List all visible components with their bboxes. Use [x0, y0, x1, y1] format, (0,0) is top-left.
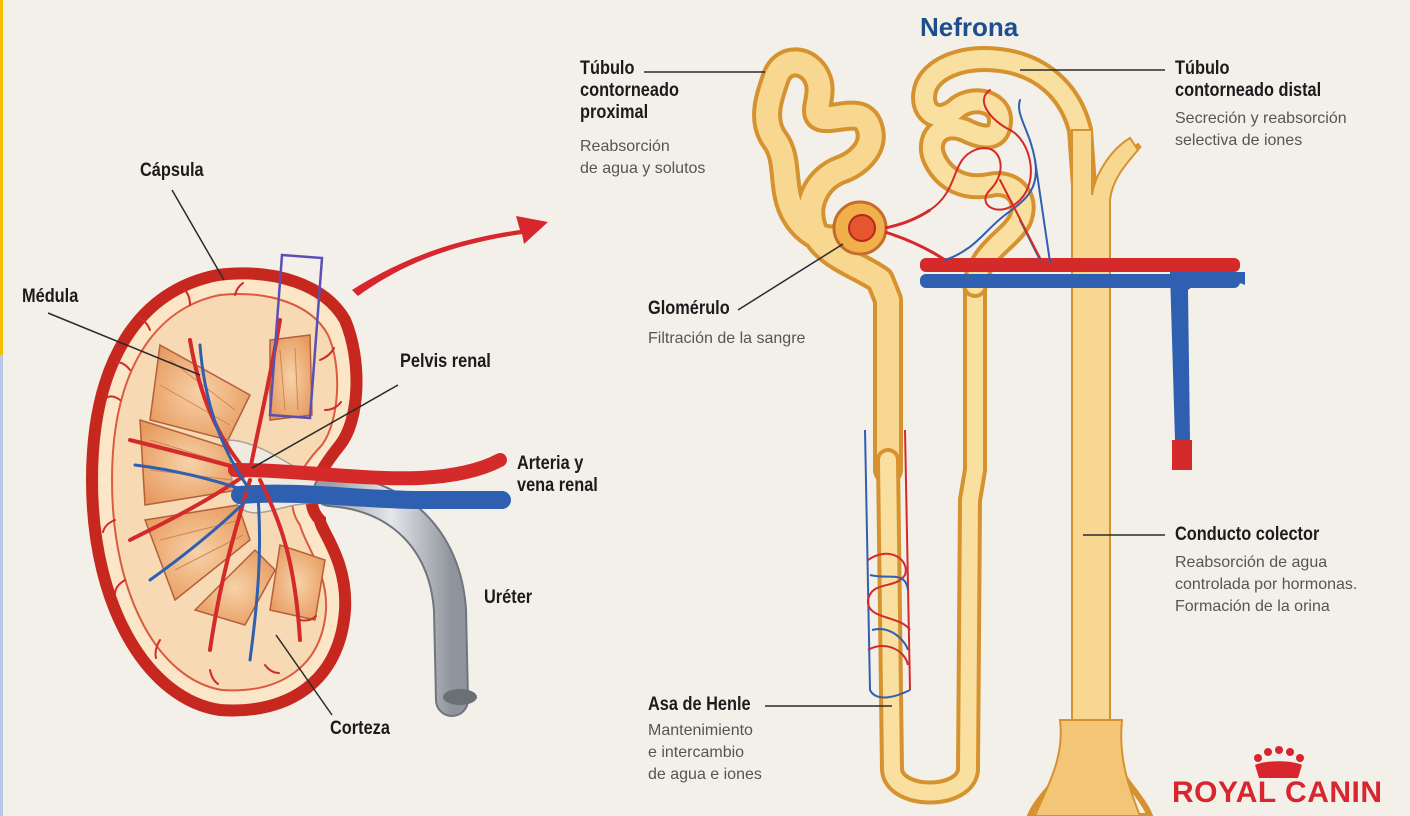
label-tubulo-proximal: Túbulo contorneado proximal — [580, 58, 679, 124]
distal-tubule — [924, 59, 1085, 285]
label-glomerulo: Glomérulo — [648, 298, 730, 320]
renal-vein — [240, 494, 502, 500]
royal-canin-crown-icon — [1254, 746, 1304, 778]
desc-conducto-colector: Reabsorción de agua controlada por hormo… — [1175, 552, 1357, 618]
zoom-arrow — [352, 216, 548, 296]
label-tubulo-distal: Túbulo contorneado distal — [1175, 58, 1321, 102]
label-conducto-colector: Conducto colector — [1175, 524, 1319, 546]
label-medula: Médula — [22, 286, 78, 308]
kidney — [92, 255, 502, 710]
desc-tubulo-proximal: Reabsorción de agua y solutos — [580, 136, 705, 180]
label-ureter: Uréter — [484, 587, 532, 609]
desc-asa-henle: Mantenimiento e intercambio de agua e io… — [648, 720, 762, 786]
royal-canin-logo: ROYAL CANIN — [1172, 776, 1383, 810]
collecting-duct — [1030, 130, 1150, 816]
label-asa-henle: Asa de Henle — [648, 694, 751, 716]
diagram-title: Nefrona — [920, 12, 1018, 43]
glomerulus — [834, 202, 945, 260]
label-arteria-vena-renal: Arteria y vena renal — [517, 453, 598, 497]
label-capsula: Cápsula — [140, 160, 204, 182]
label-pelvis-renal: Pelvis renal — [400, 351, 491, 373]
label-corteza: Corteza — [330, 718, 390, 740]
nephron — [767, 59, 1245, 816]
proximal-tubule — [767, 62, 888, 470]
desc-tubulo-distal: Secreción y reabsorción selectiva de ion… — [1175, 108, 1347, 152]
desc-glomerulo: Filtración de la sangre — [648, 328, 805, 350]
